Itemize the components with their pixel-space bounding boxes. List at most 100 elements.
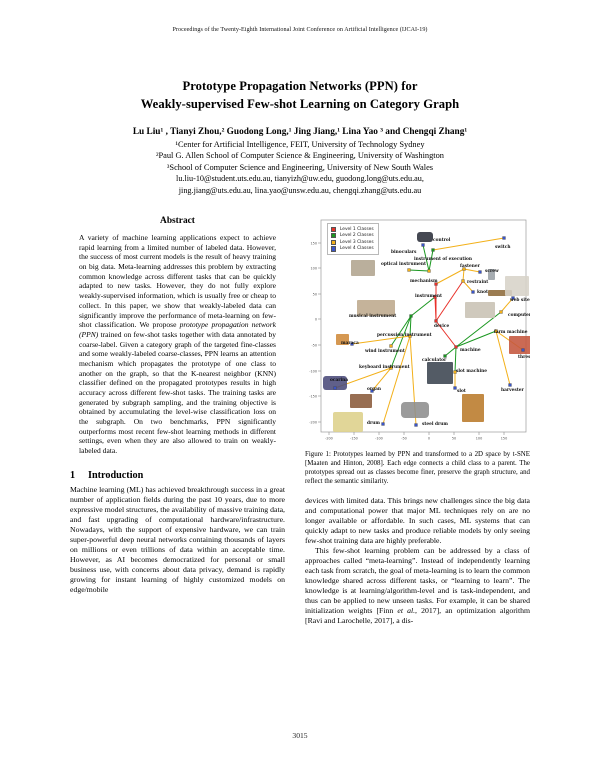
abstract-part-2: trained on few-shot tasks together with … xyxy=(79,329,276,456)
class-thumbnail xyxy=(505,276,529,296)
graph-node xyxy=(454,345,458,349)
intro-para-3-etal: et al. xyxy=(397,606,416,616)
graph-node-label: slot machine xyxy=(456,369,487,374)
graph-node xyxy=(414,423,418,427)
graph-edge xyxy=(462,268,465,282)
section-title: Introduction xyxy=(88,469,144,481)
graph-node-label: thresher xyxy=(518,355,530,360)
page-title: Prototype Propagation Networks (PPN) for… xyxy=(60,78,540,114)
class-thumbnail xyxy=(417,232,433,242)
svg-text:50: 50 xyxy=(313,292,317,296)
graph-node xyxy=(521,348,525,352)
legend-item-level-4: Level 4 Classes xyxy=(331,246,374,252)
graph-edge xyxy=(432,237,505,251)
graph-edge xyxy=(444,346,457,357)
legend-item-level-2: Level 2 Classes xyxy=(331,233,374,239)
legend-swatch-level-4 xyxy=(331,246,337,252)
svg-text:-50: -50 xyxy=(311,343,317,347)
graph-edge xyxy=(435,320,457,348)
figure-1: 150 100 50 0 -50 -100 -150 -200 xyxy=(305,216,530,487)
abstract-heading: Abstract xyxy=(160,216,195,226)
graph-node-label: steel drum xyxy=(422,422,448,427)
legend-label-level-2: Level 2 Classes xyxy=(339,233,374,239)
graph-edge xyxy=(428,249,434,272)
graph-node xyxy=(433,295,437,299)
graph-edge xyxy=(390,315,412,347)
affiliation-1: ¹Center for Artificial Intelligence, FEI… xyxy=(175,139,425,149)
graph-node xyxy=(471,290,475,294)
graph-node-label: maraca xyxy=(341,341,359,346)
graph-node-label: farm machine xyxy=(494,330,528,335)
affiliation-3: ³School of Computer Science and Engineer… xyxy=(166,162,434,172)
svg-text:-200: -200 xyxy=(325,437,333,441)
graph-node xyxy=(389,366,393,370)
svg-text:150: 150 xyxy=(311,241,317,245)
graph-nodes xyxy=(333,236,525,427)
graph-node-label: slot xyxy=(457,389,466,394)
svg-text:50: 50 xyxy=(452,437,456,441)
graph-node-label: percussion instrument xyxy=(377,333,432,338)
author-emails-2: jing.jiang@uts.edu.au, lina.yao@unsw.edu… xyxy=(178,185,422,195)
class-thumbnail xyxy=(427,362,453,384)
svg-text:-100: -100 xyxy=(375,437,383,441)
intro-paragraph-3: This few-shot learning problem can be ad… xyxy=(305,546,530,626)
graph-node-label: knot xyxy=(477,290,488,295)
legend-item-level-3: Level 3 Classes xyxy=(331,239,374,246)
legend-label-level-4: Level 4 Classes xyxy=(339,246,374,252)
page-number: 3015 xyxy=(292,731,308,740)
class-thumbnail xyxy=(509,336,530,354)
graph-node-label: screw xyxy=(485,269,499,274)
graph-edge xyxy=(351,335,411,345)
graph-node-label: optical instrument xyxy=(381,262,426,267)
left-column: Abstract A variety of machine learning a… xyxy=(70,216,285,595)
graph-node-label: fastener xyxy=(460,264,481,269)
class-thumbnail xyxy=(488,269,495,280)
graph-node xyxy=(461,279,465,283)
affiliation-2: ²Paul G. Allen School of Computer Scienc… xyxy=(155,151,444,161)
graph-node-label: instrument of execution xyxy=(414,257,473,262)
graph-node xyxy=(453,386,457,390)
figure-caption-label: Figure 1: xyxy=(305,451,331,458)
title-line-1: Prototype Propagation Networks (PPN) for xyxy=(182,79,418,93)
section-number: 1 xyxy=(70,469,76,481)
x-axis-ticks xyxy=(328,432,505,435)
intro-para-3-b: , 2017], an optimization algorithm [Ravi… xyxy=(305,606,531,626)
legend-swatch-level-1 xyxy=(331,226,337,232)
section-heading-introduction: 1 Introduction xyxy=(70,470,285,481)
tsne-scatter-plot: 150 100 50 0 -50 -100 -150 -200 xyxy=(309,219,530,441)
x-axis-tick-labels: -200 -150 -100 -50 0 50 100 150 xyxy=(325,437,507,441)
graph-edge xyxy=(408,269,430,272)
graph-edge xyxy=(390,315,412,369)
graph-node-label: musical instrument xyxy=(349,314,396,319)
svg-text:-150: -150 xyxy=(309,394,317,398)
svg-text:-100: -100 xyxy=(309,369,317,373)
class-thumbnail xyxy=(350,394,372,408)
svg-text:0: 0 xyxy=(428,437,430,441)
graph-node-label: wind instrument xyxy=(364,349,405,354)
graph-node-label: keyboard instrument xyxy=(359,365,410,370)
graph-node xyxy=(494,329,498,333)
graph-edge xyxy=(455,330,497,348)
running-header: Proceedings of the Twenty-Eighth Interna… xyxy=(172,27,428,33)
graph-node xyxy=(434,282,438,286)
graph-edge xyxy=(434,296,437,322)
graph-node-label: ocarina xyxy=(330,378,348,383)
svg-text:-50: -50 xyxy=(401,437,407,441)
class-thumbnail xyxy=(351,260,375,276)
graph-edge xyxy=(495,330,511,386)
class-thumbnail xyxy=(323,376,347,390)
graph-node xyxy=(443,354,447,358)
graph-node xyxy=(508,383,512,387)
graph-node-label: machine xyxy=(460,348,481,353)
graph-node xyxy=(462,267,466,271)
class-thumbnail xyxy=(357,300,395,316)
graph-edge xyxy=(435,280,464,322)
class-thumbnail xyxy=(465,302,495,318)
legend-label-level-3: Level 3 Classes xyxy=(339,239,374,245)
graph-node-label: web site xyxy=(509,298,530,303)
author-block: Lu Liu¹ , Tianyi Zhou,² Guodong Long,¹ J… xyxy=(45,126,555,196)
graph-node xyxy=(381,422,385,426)
graph-node xyxy=(333,386,337,390)
